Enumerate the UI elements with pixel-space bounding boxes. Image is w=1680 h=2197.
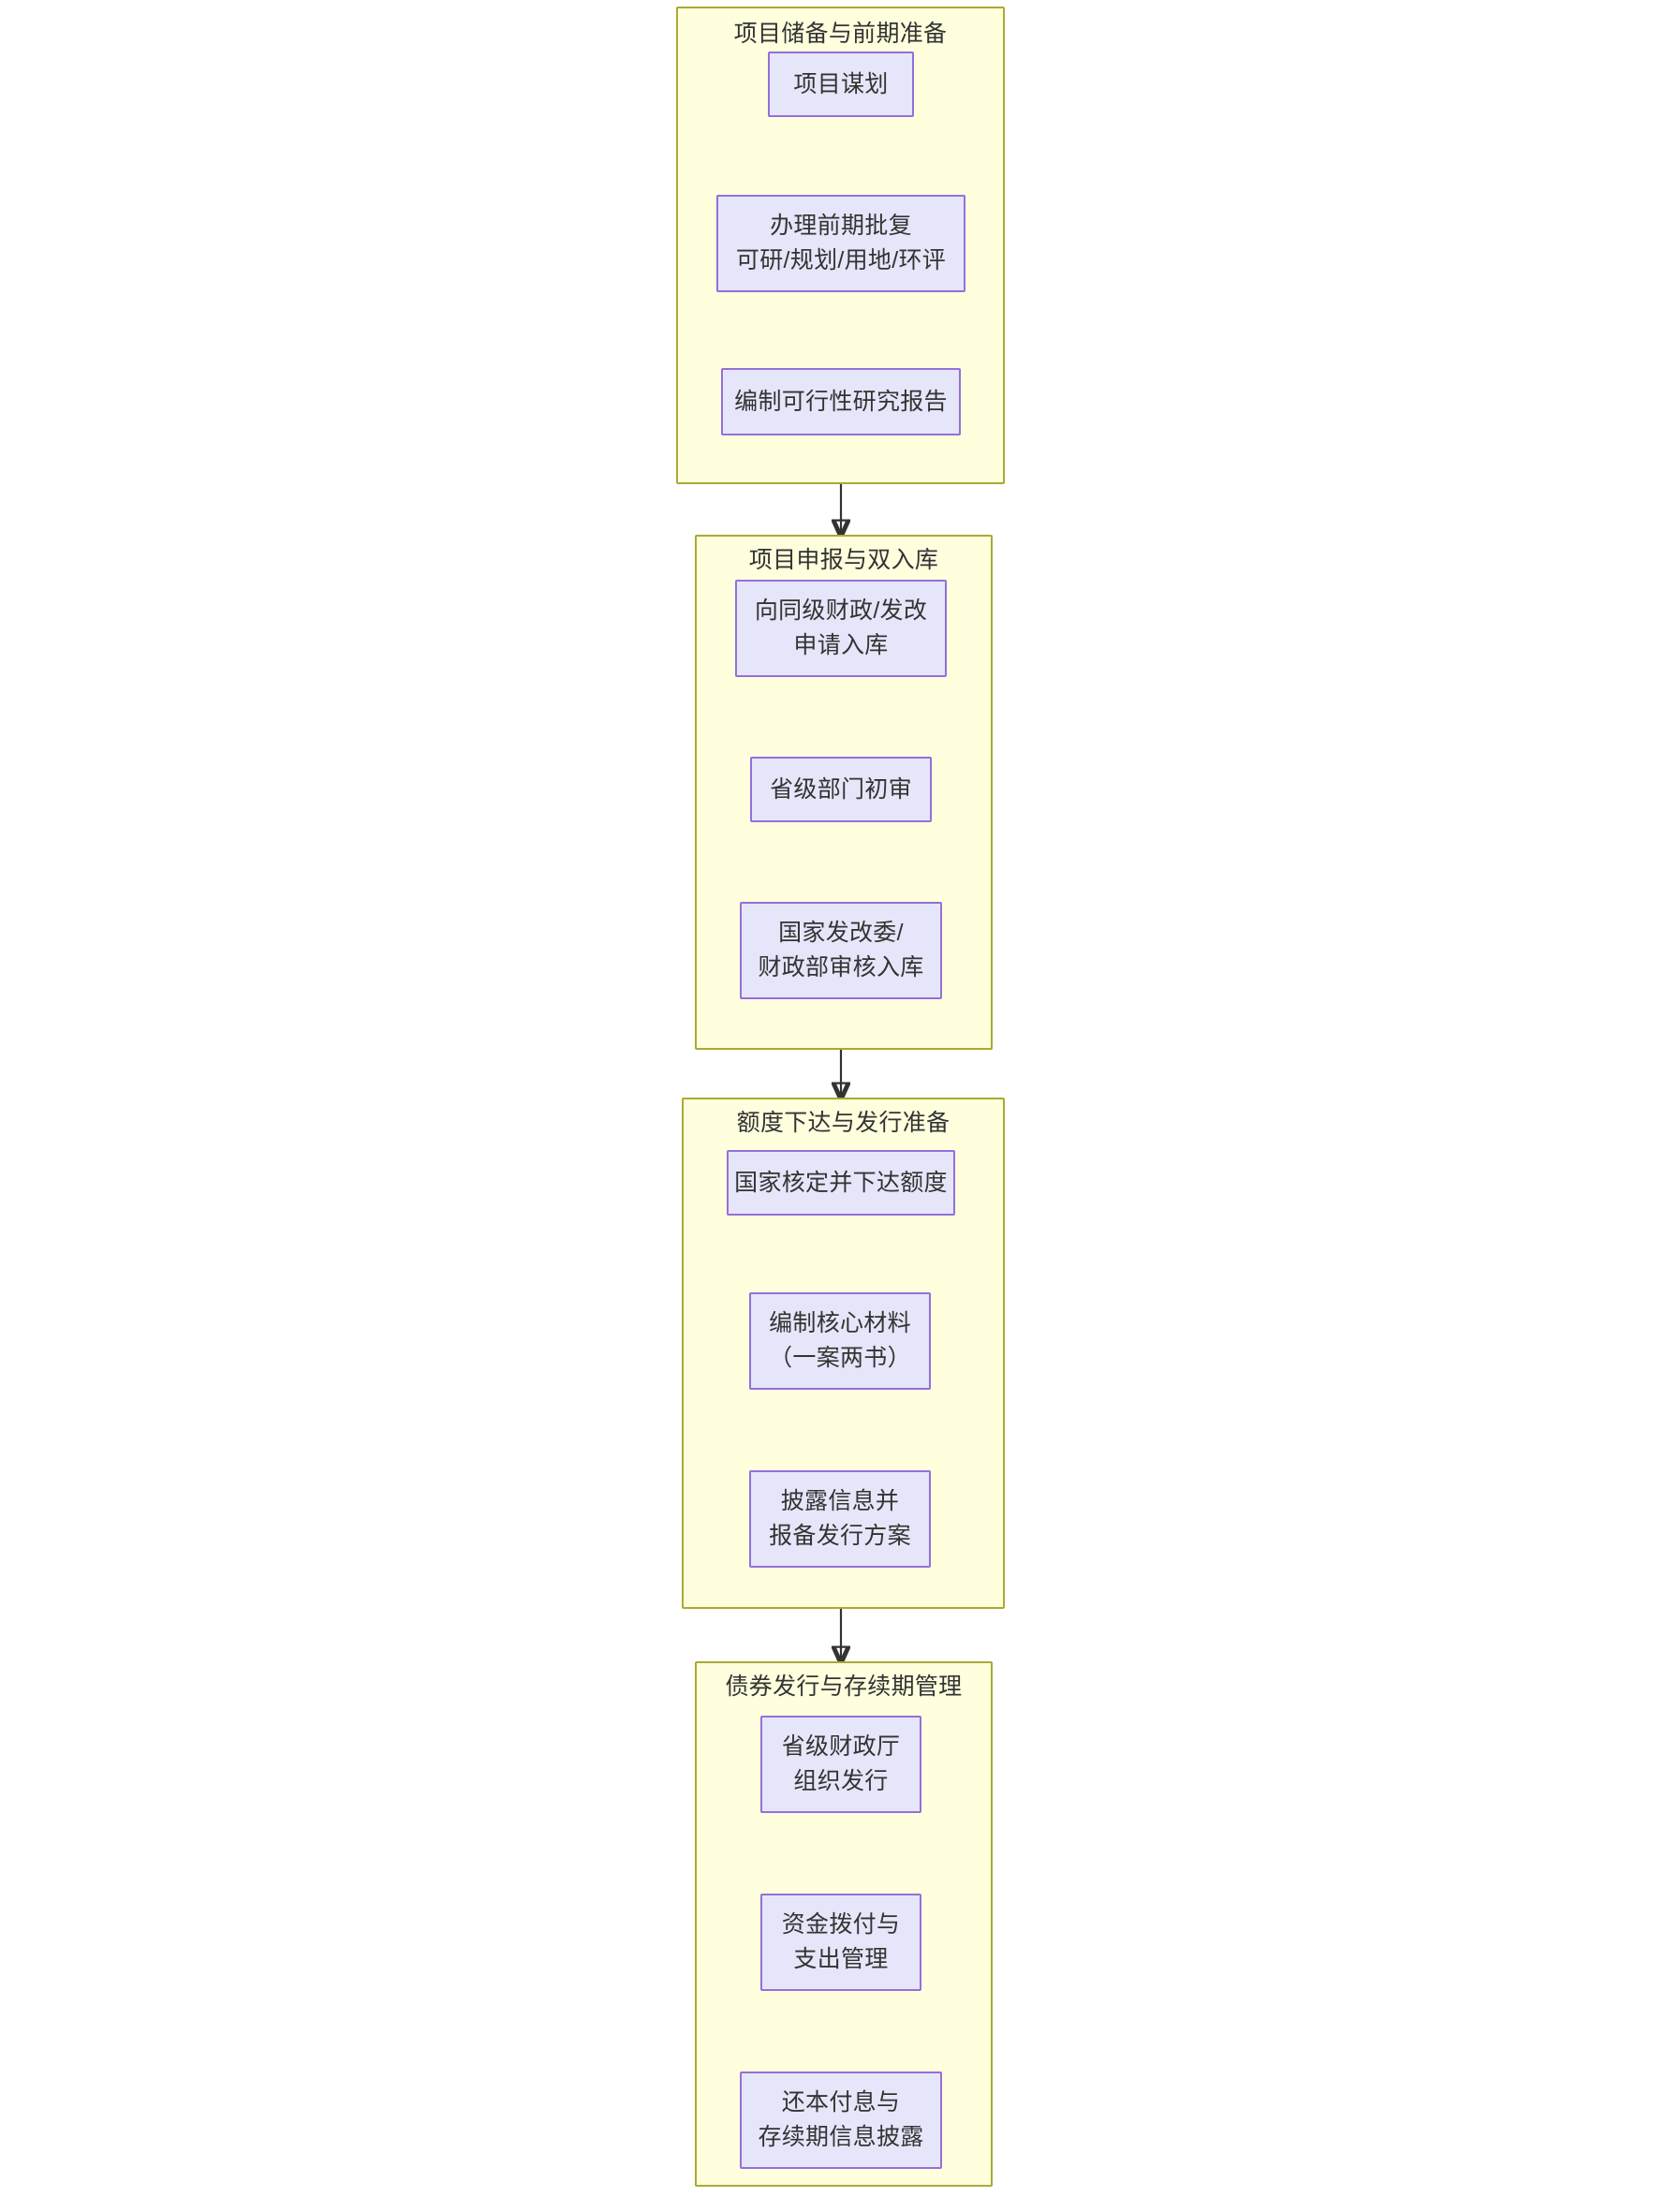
- node-n3-label: 编制可行性研究报告: [734, 388, 948, 415]
- node-n12-label: 还本付息与 存续期信息披露: [758, 2089, 924, 2150]
- node-n11-label: 资金拨付与 支出管理: [781, 1911, 901, 1972]
- node-n10[interactable]: 省级财政厅 组织发行: [760, 1716, 921, 1813]
- node-n2-label: 办理前期批复 可研/规划/用地/环评: [735, 213, 947, 273]
- node-n5[interactable]: 省级部门初审: [750, 757, 932, 822]
- node-n4-label: 向同级财政/发改 申请入库: [754, 597, 928, 658]
- node-n8[interactable]: 编制核心材料 （一案两书）: [749, 1292, 931, 1390]
- cluster-stage2-title: 项目申报与双入库: [748, 547, 939, 573]
- node-n6[interactable]: 国家发改委/ 财政部审核入库: [740, 902, 942, 999]
- node-n7[interactable]: 国家核定并下达额度: [727, 1150, 955, 1216]
- node-n8-label: 编制核心材料 （一案两书）: [769, 1310, 911, 1371]
- node-n6-label: 国家发改委/ 财政部审核入库: [758, 920, 924, 981]
- node-n9-label: 披露信息并 报备发行方案: [769, 1488, 911, 1549]
- cluster-stage1-title: 项目储备与前期准备: [733, 21, 948, 47]
- node-n2[interactable]: 办理前期批复 可研/规划/用地/环评: [716, 195, 965, 292]
- node-n11[interactable]: 资金拨付与 支出管理: [760, 1894, 921, 1991]
- node-n1[interactable]: 项目谋划: [768, 52, 914, 117]
- node-n9[interactable]: 披露信息并 报备发行方案: [749, 1470, 931, 1568]
- node-n10-label: 省级财政厅 组织发行: [781, 1733, 901, 1794]
- cluster-stage4-title: 债券发行与存续期管理: [725, 1674, 963, 1700]
- node-n5-label: 省级部门初审: [770, 775, 912, 803]
- cluster-stage3-title: 额度下达与发行准备: [736, 1110, 951, 1136]
- node-n12[interactable]: 还本付息与 存续期信息披露: [740, 2072, 942, 2169]
- node-n3[interactable]: 编制可行性研究报告: [721, 368, 961, 435]
- node-n7-label: 国家核定并下达额度: [734, 1169, 948, 1196]
- node-n4[interactable]: 向同级财政/发改 申请入库: [735, 580, 947, 677]
- node-n1-label: 项目谋划: [793, 70, 889, 97]
